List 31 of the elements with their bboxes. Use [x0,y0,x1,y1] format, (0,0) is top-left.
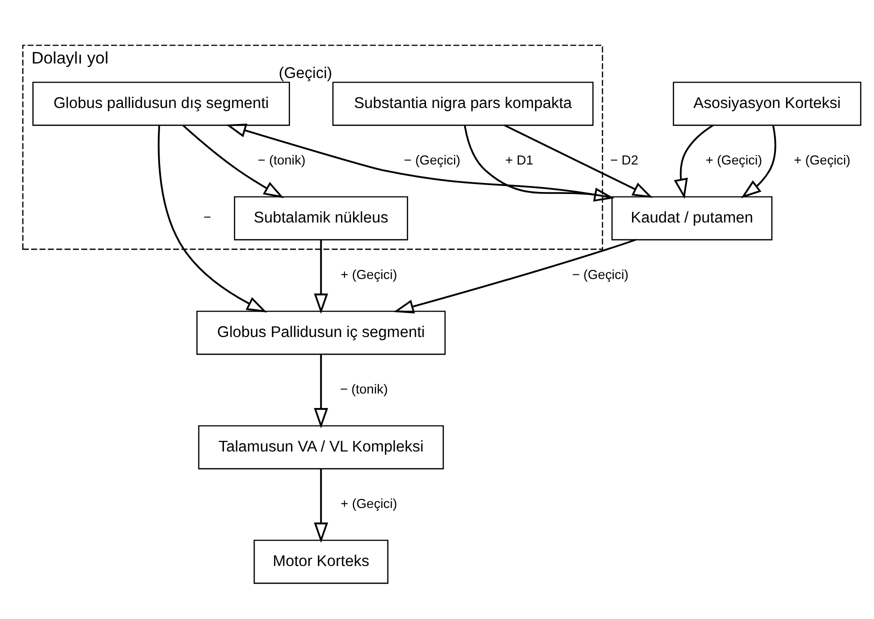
arrow [504,124,653,198]
node-box: Substantia nigra pars kompakta [332,82,594,126]
arrow [314,469,328,543]
node-box: Kaudat / putamen [611,196,772,240]
arrow [226,124,612,198]
node-box: Globus Pallidusun iç segmenti [196,310,446,355]
node-box: Asosiyasyon Korteksi [672,82,862,126]
arrow [158,126,267,312]
edge-label: − (tonik) [340,381,388,396]
arrow [182,124,284,198]
edge-label: + (Geçici) [794,152,850,168]
edge-label: + (Geçici) [340,496,398,511]
node-label: (Geçici) [278,64,332,82]
edge-label: − (Geçici) [404,152,460,168]
edge-label: − (Geçici) [572,266,629,282]
edge-label: + (Geçici) [340,266,398,282]
edge-label: − D2 [610,152,638,168]
arrow [393,238,636,314]
node-box: Talamusun VA / VL Kompleksi [198,425,444,470]
node-box: Motor Korteks [254,540,388,584]
node-box: Subtalamik nükleus [234,196,408,240]
arrow [674,124,714,199]
arrow [314,240,328,314]
arrow [314,354,328,428]
edge-label: − [204,210,212,225]
edge-label: + D1 [505,152,534,168]
arrow [740,126,776,198]
arrow [464,125,614,202]
node-box: Globus pallidusun dış segmenti [32,82,290,126]
edge-label: − (tonik) [258,152,306,168]
edge-label: + (Geçici) [706,152,762,168]
